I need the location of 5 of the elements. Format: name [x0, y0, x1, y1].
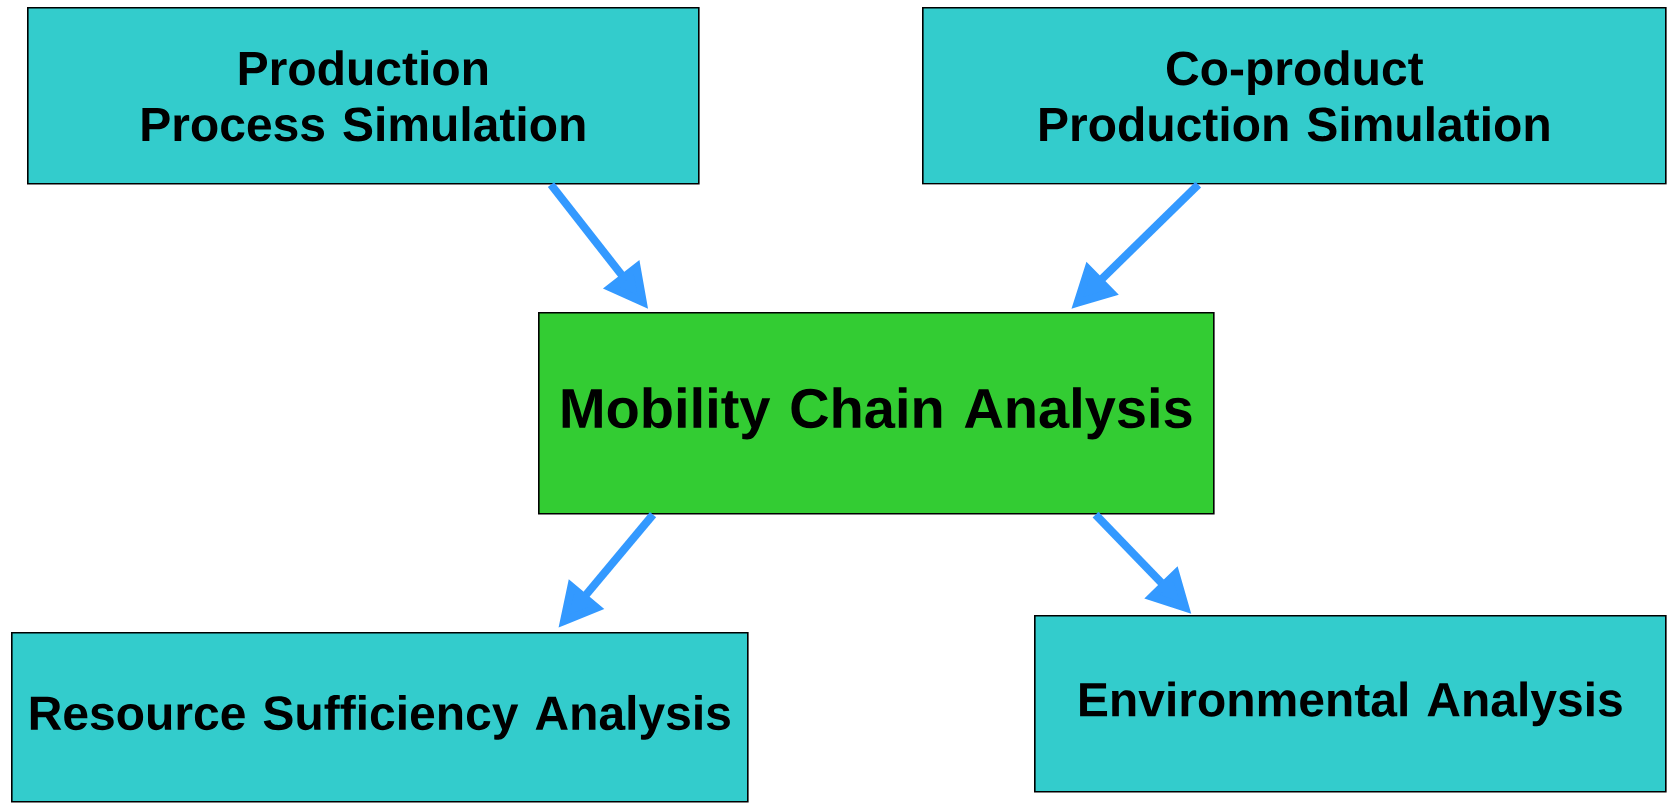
process-box: Environmental Analysis — [1034, 615, 1667, 793]
process-box: Mobility Chain Analysis — [538, 312, 1215, 515]
process-box: Production Process Simulation — [27, 7, 700, 185]
process-box: Resource Sufficiency Analysis — [11, 632, 749, 803]
process-box: Co-product Production Simulation — [922, 7, 1667, 185]
